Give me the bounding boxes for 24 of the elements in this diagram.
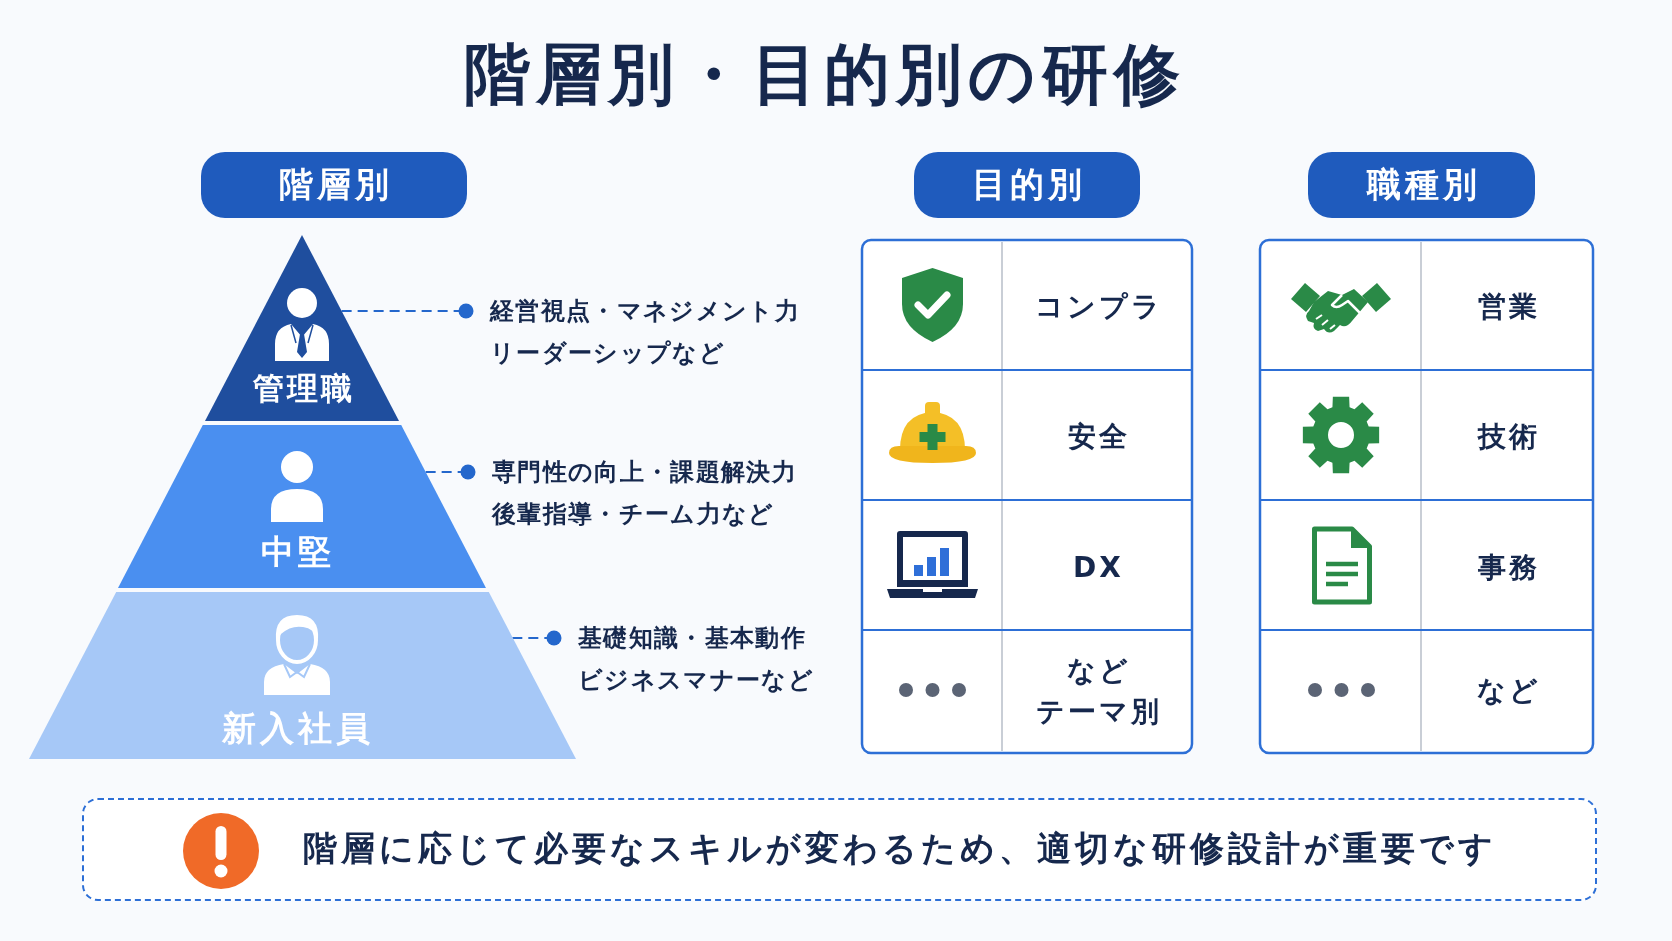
job-type-label: 事務 — [1476, 551, 1540, 585]
description-text: 基礎知識・基本動作ビジネスマナーなど — [561, 617, 826, 701]
topic-label: など — [1065, 654, 1131, 688]
description-text: 経営視点・マネジメント力リーダーシップなど — [473, 290, 810, 374]
tier-label: 新入社員 — [221, 707, 374, 749]
topic-label: DX — [1072, 551, 1124, 585]
job-type-label: など — [1475, 674, 1541, 708]
note-box — [82, 798, 1597, 901]
title: 階層別・目的別の研修 — [463, 35, 1187, 115]
topic-label: コンプラ — [1033, 290, 1163, 324]
note-text: 階層に応じて必要なスキルが変わるため、適切な研修設計が重要です — [303, 827, 1497, 870]
topic-label: テーマ別 — [1034, 695, 1162, 729]
tier-label: 管理職 — [252, 370, 355, 408]
leader-line — [512, 630, 562, 646]
job-type-label: 技術 — [1476, 420, 1540, 454]
category-header: 階層別 — [201, 152, 467, 218]
category-header: 職種別 — [1308, 152, 1535, 218]
leader-line — [341, 303, 474, 319]
tier-label: 中堅 — [261, 532, 335, 572]
leader-line — [425, 464, 476, 480]
category-header: 目的別 — [914, 152, 1140, 218]
description-text: 専門性の向上・課題解決力後輩指導・チーム力など — [475, 451, 812, 535]
topic-label: 安全 — [1066, 420, 1130, 454]
job-type-label: 営業 — [1476, 290, 1540, 324]
